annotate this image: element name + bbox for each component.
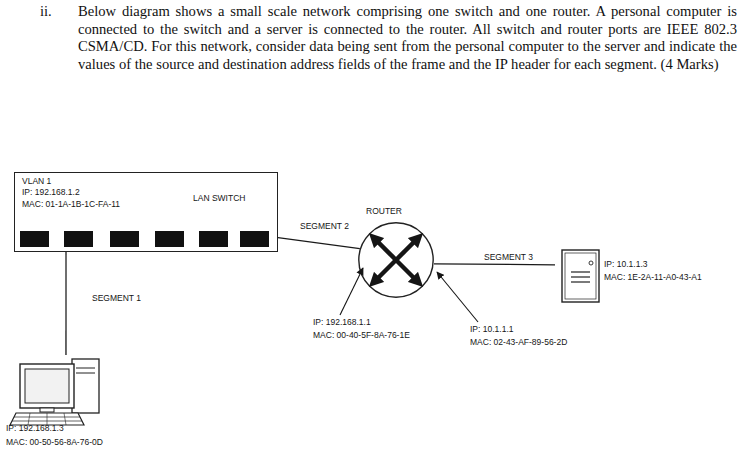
mac-address: MAC: 1E-2A-11-A0-43-A1 [604, 272, 702, 283]
router-circle [359, 223, 433, 297]
device-name: LAN SWITCH [193, 193, 245, 204]
router-outline [358, 222, 434, 298]
interface-ip: IP: 192.168.1.1 [313, 317, 371, 328]
ip-address: IP: 192.168.1.3 [6, 423, 64, 434]
server: IP: 10.1.1.3MAC: 1E-2A-11-A0-43-A1 [555, 245, 741, 305]
router-arrow [396, 260, 418, 282]
leader-line [437, 272, 478, 322]
ip-address: IP: 10.1.1.3 [604, 259, 647, 270]
router-arrow [396, 238, 418, 260]
device-name: ROUTER [366, 206, 402, 217]
pc-icon [10, 359, 99, 425]
question-number: ii. [40, 3, 52, 21]
mac-address: MAC: 01-1A-1B-1C-FA-11 [22, 199, 120, 210]
mac-address: MAC: 00-50-56-8A-76-0D [6, 437, 103, 448]
network-link [434, 264, 555, 265]
leader-line [340, 268, 363, 315]
switch-port [155, 231, 184, 247]
vlan-name: VLAN 1 [22, 176, 51, 187]
switch-port [240, 231, 269, 247]
router: ROUTER [358, 222, 434, 298]
switch-port [110, 231, 139, 247]
router-arrow [374, 260, 396, 282]
lan-switch: VLAN 1IP: 192.168.1.2MAC: 01-1A-1B-1C-FA… [14, 172, 278, 252]
interface-mac: MAC: 02-43-AF-89-56-2D [470, 337, 567, 348]
segment-label: SEGMENT 1 [92, 293, 141, 304]
segment-label: SEGMENT 3 [484, 252, 533, 263]
switch-port [64, 231, 93, 247]
switch-port [20, 231, 49, 247]
switch-port [199, 231, 228, 247]
server-icon [562, 250, 599, 302]
switch-ports [20, 231, 269, 247]
router-arrow [374, 238, 396, 260]
personal-computer: IP: 192.168.1.3MAC: 00-50-56-8A-76-0D [4, 355, 114, 450]
network-link [65, 252, 66, 355]
network-link [278, 238, 360, 249]
segment-label: SEGMENT 2 [300, 221, 349, 232]
ip-address: IP: 192.168.1.2 [22, 187, 80, 198]
router-symbol [374, 238, 418, 282]
question-text: Below diagram shows a small scale networ… [78, 3, 737, 73]
interface-ip: IP: 10.1.1.1 [470, 324, 513, 335]
interface-mac: MAC: 00-40-5F-8A-76-1E [313, 330, 410, 341]
